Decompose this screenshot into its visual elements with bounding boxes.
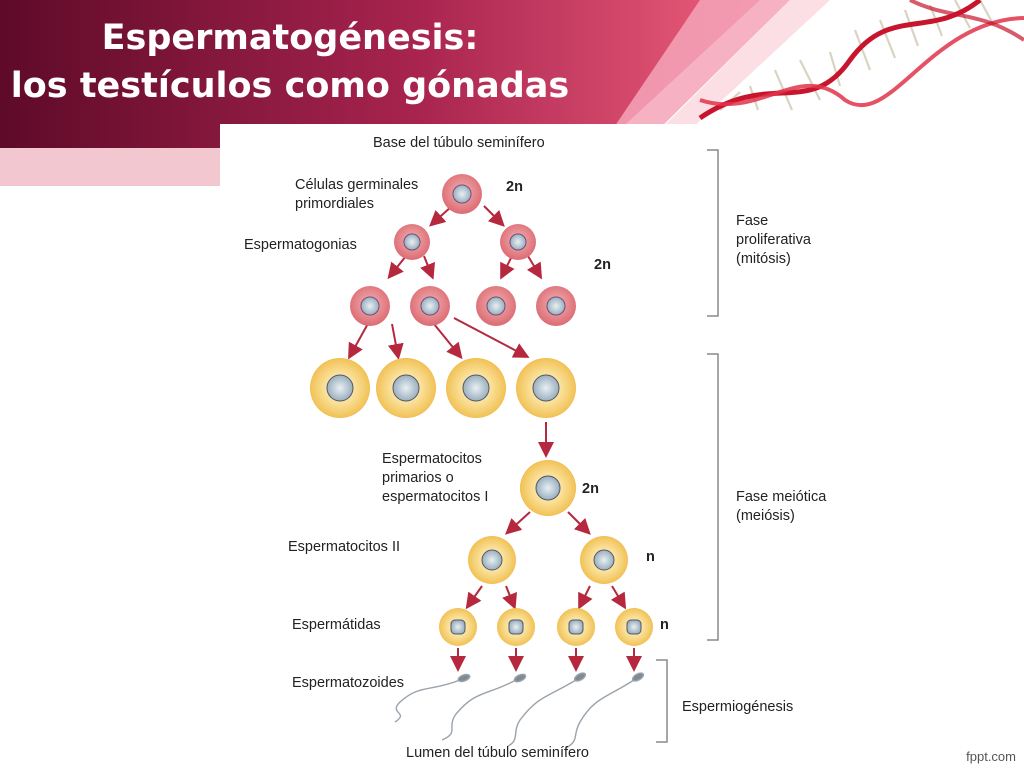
label-spermatozoa: Espermatozoides	[292, 675, 405, 691]
ploidy-secondary: n	[646, 549, 655, 565]
phase-proliferative-line3: (mitósis)	[736, 251, 791, 267]
title-line-2: los testículos como gónadas	[10, 66, 570, 106]
title-line-1: Espermatogénesis:	[101, 18, 479, 58]
label-primary-line3: espermatocitos I	[382, 489, 489, 505]
phase-proliferative-line2: proliferativa	[736, 232, 811, 248]
slide-title: Espermatogénesis: los testículos como gó…	[0, 14, 580, 110]
spermatid-cells	[439, 608, 653, 646]
spermatogenesis-diagram: Base del túbulo seminífero Células germi…	[220, 124, 860, 768]
ploidy-primary: 2n	[582, 481, 599, 497]
label-meiotic-phase: Fase meiótica (meiósis)	[736, 488, 826, 526]
spermatocyte-I-cell	[520, 460, 576, 516]
phase-proliferative-line1: Fase	[736, 213, 769, 229]
label-proliferative-phase: Fase proliferativa (mitósis)	[736, 212, 811, 269]
label-spermatogonia: Espermatogonias	[244, 237, 357, 253]
footer-brand: fppt.com	[966, 749, 1016, 764]
banner-accent-stripe	[600, 0, 790, 148]
label-spermiogenesis: Espermiogénesis	[682, 699, 794, 715]
spermatogonia-cells	[350, 224, 576, 326]
label-primordial-germ-cells: Células germinales primordiales	[295, 176, 418, 214]
ploidy-spermatids: n	[660, 617, 669, 633]
label-tubule-lumen: Lumen del túbulo seminífero	[406, 745, 589, 761]
label-primary-line1: Espermatocitos	[382, 451, 482, 467]
label-secondary-spermatocytes: Espermatocitos II	[288, 539, 401, 555]
label-primary-spermatocytes: Espermatocitos primarios o espermatocito…	[382, 450, 488, 507]
dna-helix-image	[698, 0, 1024, 121]
label-tubule-base: Base del túbulo seminífero	[373, 135, 545, 151]
spermatocyte-II-cells	[468, 536, 628, 584]
ploidy-spermatogonia: 2n	[594, 257, 611, 273]
label-primordial-line1: Células germinales	[295, 177, 419, 193]
primary-spermatocyte-row	[310, 358, 576, 418]
banner-main-shape	[0, 0, 760, 148]
label-primary-line2: primarios o	[382, 470, 454, 486]
phase-meiotic-line1: Fase meiótica	[736, 489, 827, 505]
spermatozoa	[394, 672, 645, 749]
label-spermatids: Espermátidas	[292, 617, 381, 633]
bracket-proliferative	[707, 149, 719, 317]
label-primordial-line2: primordiales	[295, 196, 374, 212]
ploidy-primordial: 2n	[506, 179, 523, 195]
banner-accent-stripe-2	[660, 0, 830, 130]
bracket-meiotic	[707, 353, 719, 641]
diagram-graphics	[310, 149, 719, 749]
bracket-spermiogenesis	[656, 659, 668, 743]
phase-meiotic-line2: (meiósis)	[736, 508, 795, 524]
primordial-germ-cell	[442, 174, 482, 214]
